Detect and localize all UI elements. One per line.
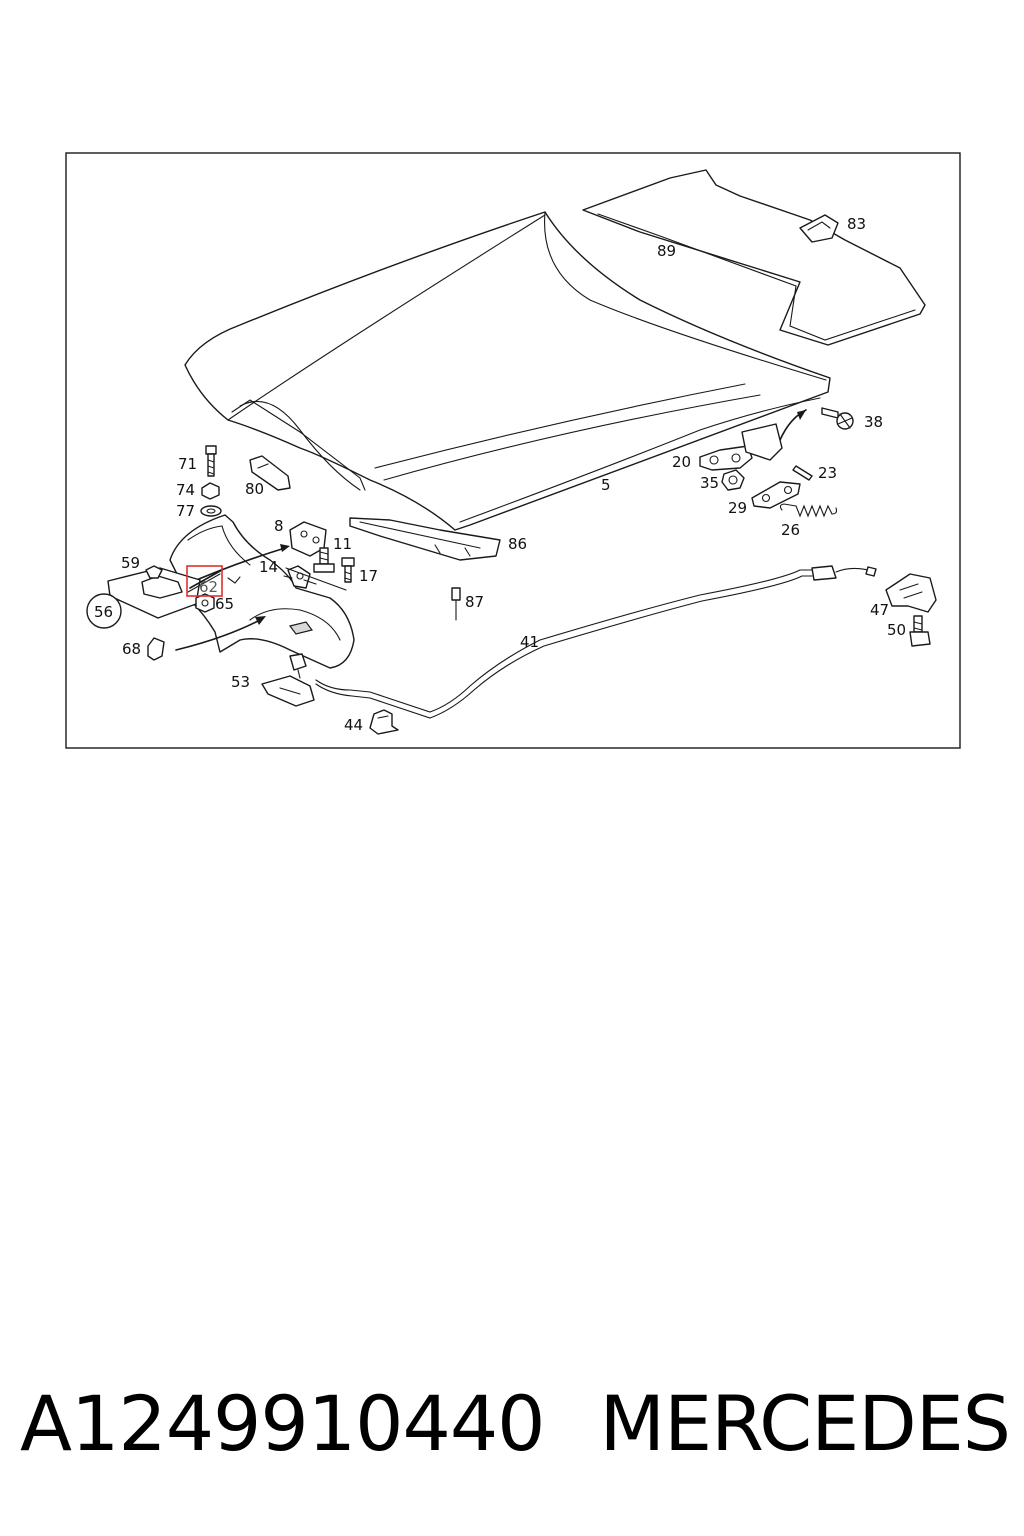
brace-86-part	[349, 517, 501, 561]
callout-62[interactable]: 62	[199, 578, 218, 596]
plug-87-part	[451, 587, 461, 621]
callout-86[interactable]: 86	[508, 535, 527, 553]
callout-5[interactable]: 5	[601, 476, 611, 494]
bolt-50-part	[909, 615, 931, 647]
callout-20[interactable]: 20	[672, 453, 691, 471]
callout-56[interactable]: 56	[94, 603, 113, 621]
callout-26[interactable]: 26	[781, 521, 800, 539]
seal-77-part	[200, 505, 222, 517]
nut-35-part	[721, 469, 745, 491]
callout-74[interactable]: 74	[176, 481, 195, 499]
callout-8[interactable]: 8	[274, 517, 284, 535]
caption-bar: A1249910440 MERCEDES	[20, 1368, 1011, 1478]
callout-23[interactable]: 23	[818, 464, 837, 482]
callout-80[interactable]: 80	[245, 480, 264, 498]
callout-56-circle	[86, 593, 122, 629]
callout-17[interactable]: 17	[359, 567, 378, 585]
bolt-38-part	[821, 407, 854, 430]
clip-83-part	[799, 214, 839, 243]
callout-65[interactable]: 65	[215, 595, 234, 613]
hood-insulation-mat	[582, 169, 926, 346]
callout-53[interactable]: 53	[231, 673, 250, 691]
cable-end-62-part	[187, 569, 223, 593]
callout-83[interactable]: 83	[847, 215, 866, 233]
callout-14[interactable]: 14	[259, 558, 278, 576]
bolt-71-part	[205, 445, 217, 477]
release-handle-53-part	[261, 653, 315, 707]
diagram-frame	[65, 152, 961, 749]
pin-23-part	[792, 465, 813, 481]
nut-74-part	[201, 482, 220, 500]
callout-35[interactable]: 35	[700, 474, 719, 492]
part-number-text: A1249910440	[20, 1378, 546, 1468]
spring-26-part	[779, 503, 838, 518]
hinge-arm-29-part	[751, 481, 801, 509]
callout-87[interactable]: 87	[465, 593, 484, 611]
clip-68-part	[147, 637, 165, 661]
callout-77[interactable]: 77	[176, 502, 195, 520]
lock-47-part	[885, 573, 937, 613]
latch-14-part	[283, 565, 317, 589]
hinge-20-part	[699, 423, 783, 471]
callout-89[interactable]: 89	[657, 242, 676, 260]
brand-text: MERCEDES	[599, 1378, 1011, 1468]
nut-65-part	[195, 593, 215, 613]
bolt-17-part	[341, 557, 355, 583]
callout-11[interactable]: 11	[333, 535, 352, 553]
bracket-80-part	[249, 455, 291, 491]
callout-29[interactable]: 29	[728, 499, 747, 517]
lock-carrier-panel	[169, 514, 355, 669]
hood-panel	[184, 211, 831, 531]
bolt-11-part	[313, 547, 335, 573]
callout-59[interactable]: 59	[121, 554, 140, 572]
callout-41[interactable]: 41	[520, 633, 539, 651]
release-cable-41-part	[315, 565, 877, 719]
clip-44-part	[369, 709, 399, 735]
callout-44[interactable]: 44	[344, 716, 363, 734]
callout-38[interactable]: 38	[864, 413, 883, 431]
callout-47[interactable]: 47	[870, 601, 889, 619]
callout-68[interactable]: 68	[122, 640, 141, 658]
highlight-box-62	[186, 565, 223, 597]
callout-71[interactable]: 71	[178, 455, 197, 473]
screw-59-part	[145, 565, 163, 579]
callout-50[interactable]: 50	[887, 621, 906, 639]
